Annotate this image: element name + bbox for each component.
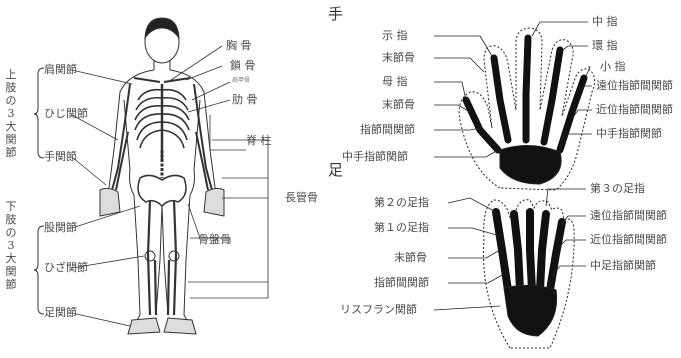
right-foot: [164, 318, 196, 334]
pelvis: [138, 175, 186, 206]
label-hand-ip-joint: 指節間関節: [360, 124, 415, 136]
label-spine: 脊 柱: [246, 135, 272, 147]
label-hand-distal-phalanx-2: 末節骨: [382, 99, 415, 111]
label-foot-ip-joint: 指節間関節: [374, 277, 429, 289]
label-first-toe: 第１の足指: [374, 222, 429, 234]
left-hand: [100, 188, 120, 216]
label-ring-finger: 環 指: [592, 40, 618, 52]
label-long-bone: 長管骨: [285, 192, 318, 204]
label-elbow-joint: ひじ関節: [44, 108, 88, 120]
right-hand: [204, 188, 224, 216]
right-knee: [169, 251, 179, 261]
label-ankle-joint: 足関節: [44, 307, 77, 319]
label-sternum: 胸 骨: [226, 40, 252, 52]
label-middle-finger: 中 指: [592, 16, 618, 28]
foot-figure: [484, 200, 575, 348]
label-knee-joint: ひざ関節: [44, 262, 88, 274]
label-hand-mcp-joint-right: 中手指節関節: [596, 128, 662, 140]
label-hand-distal-phalanx: 末節骨: [382, 52, 415, 64]
label-scapula: 肩甲骨: [232, 78, 250, 84]
label-third-toe: 第３の足指: [590, 183, 645, 195]
label-foot-dip-joint: 遠位指節間関節: [590, 210, 667, 222]
body-figure: [100, 18, 224, 334]
label-foot-distal-phalanx: 末節骨: [394, 252, 427, 264]
left-foot: [128, 318, 160, 334]
label-thumb: 母 指: [382, 76, 408, 88]
label-lisfranc-joint: リスフラン関節: [340, 304, 417, 316]
upper-brace: [34, 68, 44, 158]
label-foot-mtp-joint: 中足指節関節: [590, 260, 656, 272]
ribcage: [135, 84, 189, 160]
label-hand-pip-joint: 近位指節間関節: [596, 104, 673, 116]
label-hand-mcp-joint: 中手指節関節: [342, 151, 408, 163]
label-little-finger: 小 指: [600, 61, 626, 73]
lower-brace: [34, 226, 44, 314]
label-hand-dip-joint: 遠位指節間関節: [596, 80, 673, 92]
foot-title: 足: [328, 164, 343, 176]
hand-figure: [459, 28, 594, 190]
label-shoulder-joint: 肩関節: [44, 64, 77, 76]
clavicle: [134, 78, 190, 82]
label-hip-joint: 股関節: [44, 222, 77, 234]
label-wrist-joint: 手関節: [44, 151, 77, 163]
hand-title: 手: [328, 8, 343, 20]
label-index-finger: 示 指: [382, 30, 408, 42]
label-foot-pip-joint: 近位指節間関節: [590, 234, 667, 246]
label-second-toe: 第２の足指: [374, 197, 429, 209]
label-rib: 肋 骨: [232, 94, 258, 106]
label-pelvis: 骨盤骨: [198, 234, 231, 246]
left-knee: [145, 251, 155, 261]
label-clavicle: 鎖 骨: [230, 60, 256, 72]
